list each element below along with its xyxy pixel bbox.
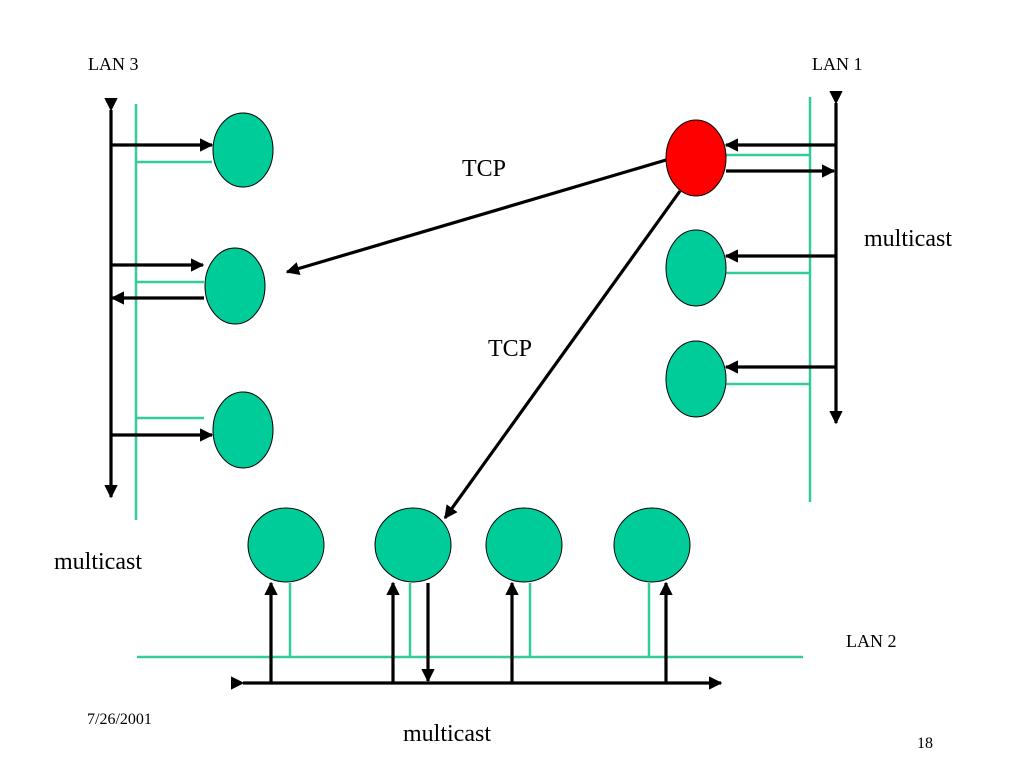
lan3-host-3 [212, 391, 274, 469]
lan3-group [104, 97, 274, 520]
page-number: 18 [917, 735, 933, 752]
lan1-label: LAN 1 [812, 54, 863, 74]
tcp-label-middle: TCP [488, 336, 532, 362]
lan1-sender-host [665, 119, 727, 197]
lan2-host-a [247, 507, 325, 583]
multicast-label-left: multicast [54, 549, 142, 575]
footer-date: 7/26/2001 [87, 711, 152, 728]
lan3-host-2 [204, 247, 266, 325]
multicast-label-right: multicast [864, 226, 952, 252]
lan2-host-b [374, 507, 452, 583]
lan3-label: LAN 3 [88, 54, 139, 74]
multicast-label-bottom: multicast [403, 721, 491, 747]
lan2-group [137, 507, 803, 690]
lan1-host-3 [665, 340, 727, 418]
lan2-label: LAN 2 [846, 631, 897, 651]
tcp-link-lan1-to-lan2 [443, 190, 682, 520]
lan3-host-1 [212, 112, 274, 188]
lan1-host-2 [665, 229, 727, 307]
lan1-group [665, 90, 843, 502]
tcp-link-lan1-to-lan3 [285, 158, 667, 276]
lan2-host-c [485, 507, 563, 583]
lan2-host-d [613, 507, 691, 583]
tcp-label-top: TCP [462, 156, 506, 182]
